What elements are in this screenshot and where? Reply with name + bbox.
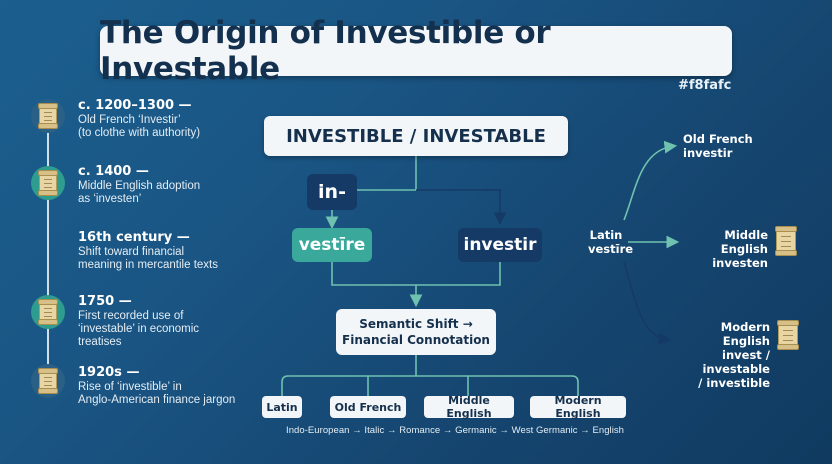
language-box-old-french: Old French xyxy=(330,396,406,418)
semantic-shift-box: Semantic Shift → Financial Connotation xyxy=(336,309,496,355)
timeline-date: c. 1400 — xyxy=(78,164,149,179)
timeline-desc-line: (to clothe with authority) xyxy=(78,127,201,139)
timeline-entry-4: 1750 — First recorded use of ‘investable… xyxy=(78,294,268,349)
target-line: Old French xyxy=(683,132,753,146)
scroll-icon xyxy=(38,368,58,394)
target-line: investir xyxy=(683,146,733,160)
timeline-desc-line: treatises xyxy=(78,336,122,348)
target-line: investen xyxy=(712,256,768,270)
timeline-entry-3: 16th century — Shift toward financial me… xyxy=(78,230,268,272)
main-term-box: INVESTIBLE / INVESTABLE xyxy=(264,116,568,156)
latin-source-line: vestīre xyxy=(588,242,634,256)
timeline-desc-line: Anglo-American finance jargon xyxy=(78,394,236,406)
scroll-icon xyxy=(775,226,797,256)
target-line: / investible xyxy=(698,376,770,390)
timeline-date: c. 1200–1300 — xyxy=(78,98,192,113)
target-modern-english: Modern English invest / investable / inv… xyxy=(670,320,770,390)
target-line: invest / investable xyxy=(702,348,770,376)
target-line: Middle English xyxy=(720,228,768,256)
hex-color-label: #f8fafc xyxy=(678,78,732,93)
connector-main-investir xyxy=(416,189,507,226)
timeline-date: 1920s — xyxy=(78,365,140,380)
latin-source: Latin vestīre xyxy=(588,228,634,256)
page-title: The Origin of Investible or Investable xyxy=(100,15,551,87)
timeline-date: 1750 — xyxy=(78,294,132,309)
target-old-french: Old French investir xyxy=(683,132,753,160)
timeline-desc-line: First recorded use of xyxy=(78,310,184,322)
timeline-entry-5: 1920s — Rise of ‘investible’ in Anglo-Am… xyxy=(78,365,278,407)
scroll-icon xyxy=(38,299,58,325)
timeline-desc-line: as ‘investen’ xyxy=(78,193,142,205)
latin-source-line: Latin xyxy=(589,228,623,242)
timeline-date: 16th century — xyxy=(78,230,190,245)
timeline-icon-1 xyxy=(31,99,65,133)
connector-latin-modernenglish xyxy=(623,261,672,345)
timeline-entry-2: c. 1400 — Middle English adoption as ‘in… xyxy=(78,164,268,206)
latin-root-box: vestīre xyxy=(292,228,372,262)
scroll-icon xyxy=(38,170,58,196)
timeline-desc-line: meaning in mercantile texts xyxy=(78,259,218,271)
timeline-desc-line: Middle English adoption xyxy=(78,180,201,192)
language-box-latin: Latin xyxy=(262,396,302,418)
semantic-shift-line: Semantic Shift → xyxy=(359,317,473,331)
language-box-middle-english: Middle English xyxy=(424,394,514,420)
semantic-shift-line: Financial Connotation xyxy=(342,333,490,347)
target-line: Modern English xyxy=(720,320,770,348)
title-banner: The Origin of Investible or Investable xyxy=(100,15,732,87)
language-box-modern-english: Modern English xyxy=(530,394,626,420)
scroll-icon xyxy=(38,103,58,129)
timeline-icon-5 xyxy=(31,364,65,398)
timeline-desc-line: ‘investable’ in economic xyxy=(78,323,200,335)
timeline-desc-line: Old French ‘Investir’ xyxy=(78,114,181,126)
connector-roots-merge xyxy=(331,262,501,286)
timeline-icon-2 xyxy=(31,166,65,200)
language-chain: Indo-European → Italic → Romance → Germa… xyxy=(286,425,625,436)
timeline-icon-4 xyxy=(31,295,65,329)
timeline-entry-1: c. 1200–1300 — Old French ‘Investir’ (to… xyxy=(78,98,268,140)
timeline-line xyxy=(47,108,49,378)
connector-main-split xyxy=(357,156,417,191)
scroll-icon xyxy=(777,320,799,350)
french-root-box: investir xyxy=(458,228,542,262)
timeline-desc-line: Shift toward financial xyxy=(78,246,185,258)
connector-semantic-bus xyxy=(281,355,579,396)
target-middle-english: Middle English investen xyxy=(676,228,768,270)
prefix-box: in- xyxy=(307,174,357,210)
connector-latin-oldfrench xyxy=(623,140,678,221)
timeline-desc-line: Rise of ‘investible’ in xyxy=(78,381,182,393)
